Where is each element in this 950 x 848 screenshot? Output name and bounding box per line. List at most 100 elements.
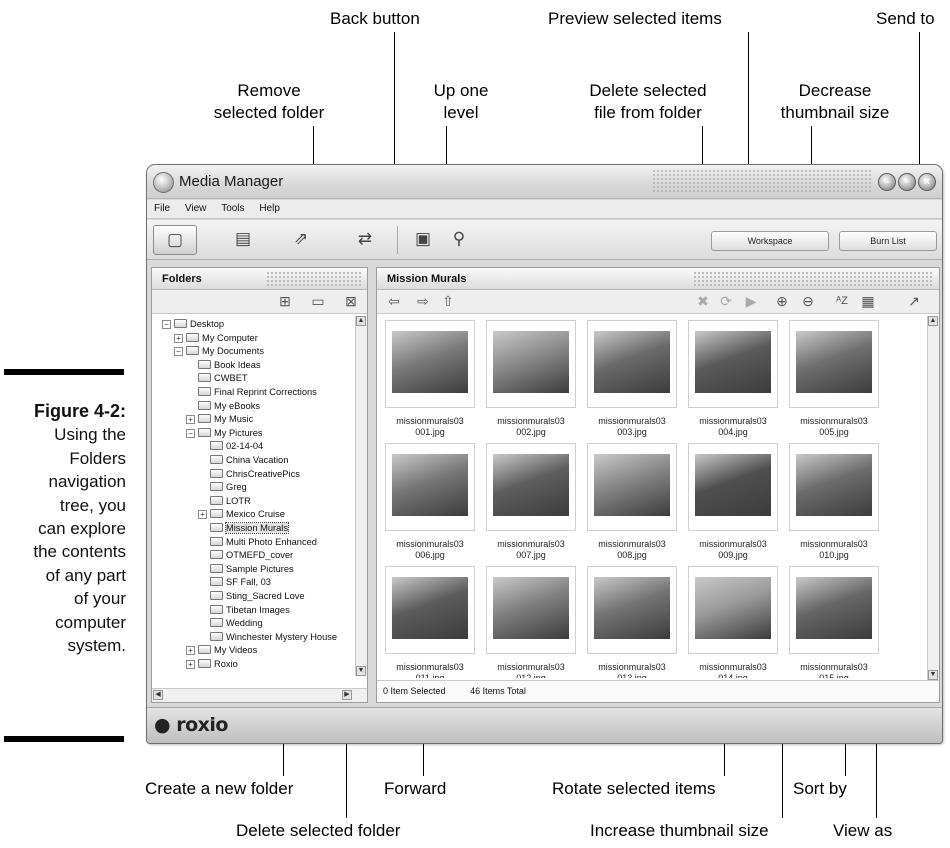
expand-icon[interactable]: + bbox=[186, 415, 195, 425]
maximize-icon[interactable]: ▫ bbox=[898, 173, 916, 191]
forward-arrow-icon[interactable]: ⇨ bbox=[417, 293, 429, 309]
tree-item[interactable]: My eBooks bbox=[198, 400, 260, 413]
thumbnail-caption-line2: 007.jpg bbox=[516, 550, 546, 560]
tree-item[interactable]: +My Computer bbox=[174, 332, 258, 345]
back-arrow-icon[interactable]: ⇦ bbox=[388, 293, 400, 309]
title-bar[interactable]: Media Manager – ▫ × bbox=[147, 165, 942, 199]
tree-item[interactable]: Book Ideas bbox=[198, 359, 261, 372]
thumbnail-frame bbox=[385, 320, 475, 408]
sort-by-icon[interactable]: ᴬZ bbox=[836, 295, 848, 307]
delete-folder-icon[interactable]: ⊠ bbox=[345, 293, 357, 309]
tree-item-label: My Documents bbox=[202, 346, 264, 357]
callout-up-one-level-line1: Up one bbox=[433, 81, 489, 100]
tree-item[interactable]: +My Videos bbox=[186, 644, 257, 657]
menu-file[interactable]: File bbox=[154, 203, 171, 214]
import-icon[interactable]: ⇗ bbox=[293, 229, 309, 248]
tree-vertical-scrollbar[interactable]: ▲ ▼ bbox=[355, 316, 367, 676]
expand-icon[interactable]: + bbox=[198, 510, 207, 520]
burn-list-button[interactable]: Burn List bbox=[839, 231, 937, 251]
tree-item[interactable]: LOTR bbox=[210, 495, 251, 508]
folder-icon bbox=[198, 359, 211, 369]
preview-icon[interactable]: ▶ bbox=[745, 293, 757, 309]
tree-item[interactable]: +My Music bbox=[186, 413, 253, 426]
increase-thumbnail-icon[interactable]: ⊕ bbox=[776, 293, 788, 309]
menu-help[interactable]: Help bbox=[259, 203, 280, 214]
tree-item[interactable]: OTMEFD_cover bbox=[210, 549, 293, 562]
scroll-up-icon[interactable]: ▲ bbox=[356, 316, 366, 326]
folders-view-icon[interactable]: ▢ bbox=[153, 225, 197, 255]
create-folder-icon[interactable]: ⊞ bbox=[279, 293, 291, 309]
photo-image bbox=[594, 577, 670, 639]
tree-item[interactable]: Sting_Sacred Love bbox=[210, 590, 305, 603]
tree-item[interactable]: Winchester Mystery House bbox=[210, 631, 337, 644]
view-as-icon[interactable]: ▦ bbox=[861, 293, 875, 309]
tree-item[interactable]: +Roxio bbox=[186, 658, 238, 671]
tree-item[interactable]: +Mexico Cruise bbox=[198, 508, 285, 521]
delete-file-icon[interactable]: ✖ bbox=[697, 293, 709, 309]
collapse-icon[interactable]: − bbox=[162, 320, 171, 329]
tree-item[interactable]: CWBET bbox=[198, 372, 248, 385]
tree-item[interactable]: −My Pictures bbox=[186, 427, 263, 440]
expand-icon[interactable]: + bbox=[186, 646, 195, 656]
tree-item-label: Tibetan Images bbox=[226, 604, 290, 615]
scan-icon[interactable]: ▣ bbox=[414, 229, 432, 248]
tree-item[interactable]: −Desktop bbox=[162, 318, 224, 331]
menu-view[interactable]: View bbox=[184, 203, 207, 214]
close-icon[interactable]: × bbox=[918, 173, 936, 191]
scroll-down-icon[interactable]: ▼ bbox=[356, 666, 366, 676]
minimize-icon[interactable]: – bbox=[878, 173, 896, 191]
send-to-icon[interactable]: ↗ bbox=[908, 293, 920, 309]
scroll-right-icon[interactable]: ▶ bbox=[342, 690, 352, 700]
tree-item[interactable]: Greg bbox=[210, 481, 247, 494]
menu-tools[interactable]: Tools bbox=[221, 203, 245, 214]
expand-icon[interactable]: + bbox=[174, 333, 183, 343]
tree-item[interactable]: Tibetan Images bbox=[210, 604, 290, 617]
scroll-up-icon[interactable]: ▲ bbox=[928, 316, 938, 326]
expand-icon[interactable]: + bbox=[186, 660, 195, 669]
tree-item[interactable]: 02-14-04 bbox=[210, 440, 263, 453]
grid-vertical-scrollbar[interactable]: ▲ ▼ bbox=[927, 316, 939, 680]
scroll-left-icon[interactable]: ◀ bbox=[153, 690, 163, 700]
tree-item[interactable]: Final Reprint Corrections bbox=[198, 386, 317, 399]
scroll-down-icon[interactable]: ▼ bbox=[928, 670, 938, 680]
tree-item-label: China Vacation bbox=[226, 455, 289, 465]
toolbar-separator bbox=[397, 226, 398, 254]
tree-horizontal-scrollbar[interactable]: ◀ ▶ bbox=[152, 688, 367, 702]
up-one-level-icon[interactable]: ⇧ bbox=[442, 293, 454, 309]
album-icon[interactable]: ▤ bbox=[234, 229, 252, 248]
remove-folder-icon[interactable]: ▭ bbox=[311, 293, 325, 309]
collapse-icon[interactable]: − bbox=[174, 347, 183, 357]
rotate-icon[interactable]: ⟳ bbox=[720, 293, 732, 309]
workspace-button[interactable]: Workspace bbox=[711, 231, 829, 251]
tree-item[interactable]: Multi Photo Enhanced bbox=[210, 536, 317, 549]
tree-item[interactable]: ChrisCreativePics bbox=[210, 468, 300, 481]
collapse-icon[interactable]: − bbox=[186, 428, 195, 438]
callout-increase-thumb: Increase thumbnail size bbox=[590, 821, 769, 840]
tree-item[interactable]: Mission Murals bbox=[210, 522, 289, 535]
tree-item[interactable]: China Vacation bbox=[210, 454, 288, 467]
decrease-thumbnail-icon[interactable]: ⊖ bbox=[802, 293, 814, 309]
tree-item[interactable]: SF Fall, 03 bbox=[210, 576, 271, 589]
tree-item[interactable]: Sample Pictures bbox=[210, 563, 294, 576]
tree-item[interactable]: − My Documents bbox=[174, 345, 264, 358]
folder-icon bbox=[210, 509, 223, 519]
search-icon[interactable]: ⚲ bbox=[452, 229, 466, 248]
export-icon[interactable]: ⇄ bbox=[357, 229, 373, 248]
tree-item[interactable]: Wedding bbox=[210, 617, 263, 630]
